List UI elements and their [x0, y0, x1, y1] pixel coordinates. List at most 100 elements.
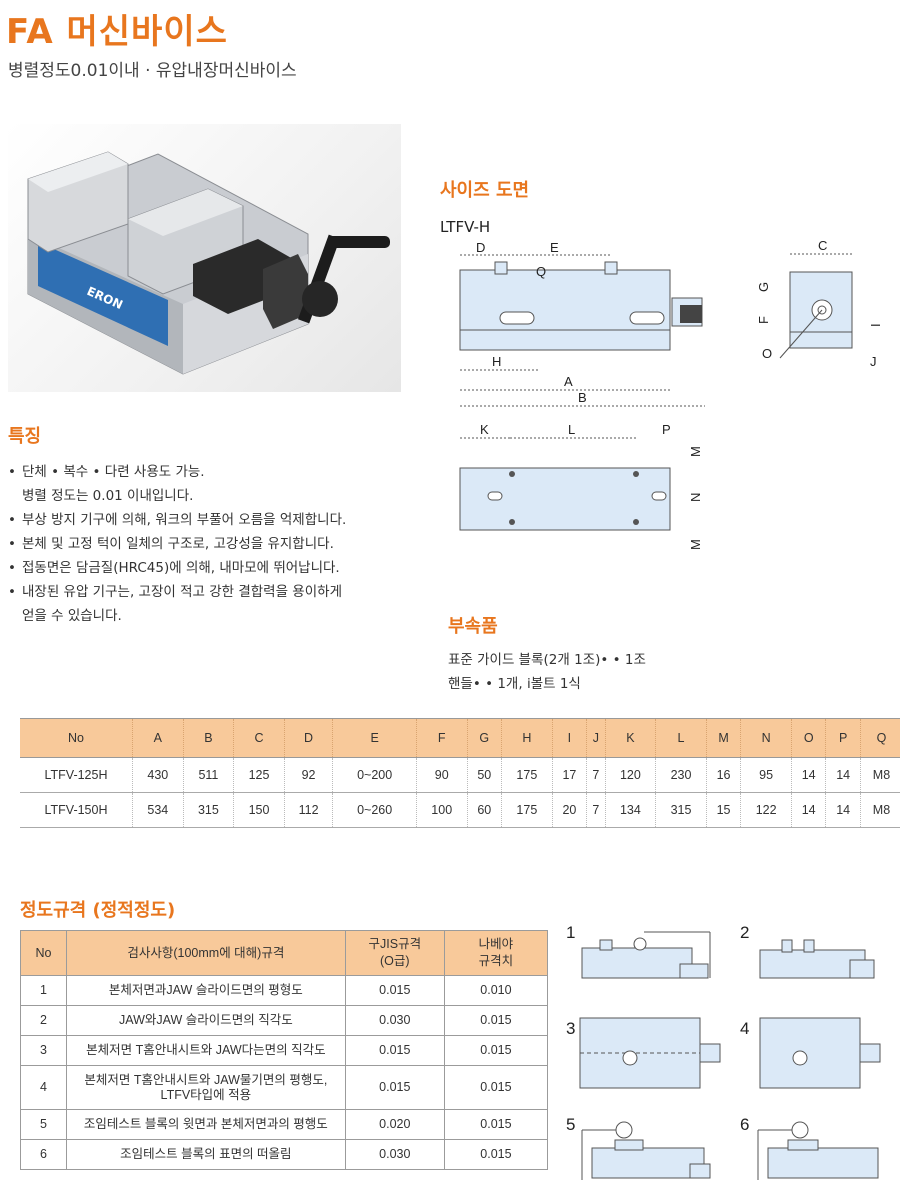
table-cell: 2 [20, 1005, 67, 1036]
accessories-text: 표준 가이드 블록(2개 1조)• • 1조 핸들• • 1개, i볼트 1식 [448, 648, 646, 696]
table-cell: 4 [20, 1065, 67, 1110]
col-header: K [604, 718, 656, 758]
dim-P: P [662, 422, 671, 437]
table-cell: 0.015 [344, 975, 445, 1006]
feature-item: 접동면은 담금질(HRC45)에 의해, 내마모에 뛰어납니다. [8, 556, 408, 580]
dim-L: L [568, 422, 575, 437]
page-title: FA 머신바이스 [6, 12, 228, 52]
figure-number: 5 [566, 1115, 575, 1134]
col-header: N [740, 718, 792, 758]
col-header: C [233, 718, 285, 758]
feature-item: 부상 방지 기구에 의해, 워크의 부풀어 오름을 억제합니다. [8, 508, 408, 532]
table-row: 3 본체저면 T홈안내시트와 JAW다는면의 직각도 0.015 0.015 [20, 1035, 549, 1066]
table-row: 6 조임테스트 블록의 표면의 떠올림 0.030 0.015 [20, 1139, 549, 1170]
dim-M-top: M [688, 446, 703, 457]
col-header: No [20, 930, 67, 976]
dim-C: C [818, 238, 827, 253]
table-cell: 3 [20, 1035, 67, 1066]
accuracy-table: No 검사사항(100mm에 대해)규격 구JIS규격 (O급) 나베야 규격치… [20, 930, 549, 1170]
table-cell: 16 [705, 757, 741, 793]
features-heading: 특징 [8, 426, 42, 447]
figure-number: 6 [740, 1115, 749, 1134]
dim-K: K [480, 422, 489, 437]
table-cell: 14 [790, 792, 826, 828]
table-cell: 0.030 [344, 1139, 445, 1170]
col-header: H [501, 718, 553, 758]
dim-M-bottom: M [688, 539, 703, 550]
table-row: 2 JAW와JAW 슬라이드면의 직각도 0.030 0.015 [20, 1005, 549, 1036]
table-cell: 0.020 [344, 1109, 445, 1140]
figure-number: 4 [740, 1019, 749, 1038]
table-cell: 122 [740, 792, 792, 828]
accessory-line: 표준 가이드 블록(2개 1조)• • 1조 [448, 652, 646, 668]
table-cell: 조임테스트 블록의 표면의 떠올림 [65, 1139, 346, 1170]
spec-header-row: No A B C D E F G H I J K L M N O P Q [20, 718, 900, 758]
table-cell: 0.015 [443, 1005, 549, 1036]
table-cell: 134 [604, 792, 656, 828]
table-row: LTFV-150H 534 315 150 112 0~260 100 60 1… [20, 792, 900, 828]
table-cell: 60 [466, 792, 502, 828]
table-cell: 본체저면과JAW 슬라이드면의 평형도 [65, 975, 346, 1006]
table-cell: 534 [132, 792, 184, 828]
feature-item: 얻을 수 있습니다. [22, 608, 122, 624]
figure-number: 1 [566, 923, 575, 942]
accuracy-heading: 정도규격 (정적정도) [20, 900, 176, 921]
figure-number: 2 [740, 923, 749, 942]
col-header: P [825, 718, 861, 758]
product-photo: ERON [8, 124, 401, 392]
table-cell: 112 [283, 792, 333, 828]
col-header: No [20, 718, 133, 758]
col-header: J [586, 718, 606, 758]
feature-item: 내장된 유압 기구는, 고장이 적고 강한 결합력을 용이하게 [8, 580, 408, 604]
header-line: 나베야 [478, 937, 514, 951]
table-cell: 0.015 [443, 1109, 549, 1140]
col-header: A [132, 718, 184, 758]
table-cell: 315 [655, 792, 707, 828]
table-cell: 511 [182, 757, 234, 793]
col-header: D [283, 718, 333, 758]
dim-B: B [578, 390, 587, 405]
table-cell: 150 [233, 792, 285, 828]
test-figures: 1 2 3 4 5 6 [566, 923, 881, 1180]
table-cell: 14 [825, 792, 861, 828]
dim-D: D [476, 240, 485, 255]
table-cell: 92 [283, 757, 333, 793]
table-row: 4 본체저면 T홈안내시트와 JAW물기면의 평행도, LTFV타입에 적용 0… [20, 1065, 549, 1110]
table-cell: 0~260 [332, 792, 417, 828]
table-cell: 0.015 [443, 1139, 549, 1170]
cell-line: 본체저면 T홈안내시트와 JAW물기면의 평행도, [84, 1072, 328, 1087]
page-subtitle: 병렬정도0.01이내 · 유압내장머신바이스 [8, 61, 297, 81]
dim-J: J [870, 354, 877, 369]
machine-vise-illustration: ERON [27, 151, 390, 375]
table-cell: 0~200 [332, 757, 417, 793]
feature-item: 단체 • 복수 • 다련 사용도 가능. [8, 460, 408, 484]
table-cell: 175 [501, 757, 553, 793]
table-cell: 175 [501, 792, 553, 828]
dim-I: I [868, 323, 883, 327]
col-header: I [551, 718, 587, 758]
col-header: 나베야 규격치 [443, 930, 549, 976]
table-row: 1 본체저면과JAW 슬라이드면의 평형도 0.015 0.010 [20, 975, 549, 1006]
table-cell: 17 [551, 757, 587, 793]
size-drawing: D E Q H A B C G F I J O K L P M N [459, 238, 883, 550]
table-cell: 조임테스트 블록의 윗면과 본체저면과의 평행도 [65, 1109, 346, 1140]
table-cell: 5 [20, 1109, 67, 1140]
table-cell: LTFV-150H [20, 792, 133, 828]
col-header: 구JIS규격 (O급) [344, 930, 445, 976]
table-cell: LTFV-125H [20, 757, 133, 793]
features-list: 단체 • 복수 • 다련 사용도 가능. 병렬 정도는 0.01 이내입니다. … [8, 460, 408, 628]
table-row: LTFV-125H 430 511 125 92 0~200 90 50 175… [20, 757, 900, 793]
drawing-heading: 사이즈 도면 [440, 180, 530, 201]
col-header: 검사사항(100mm에 대해)규격 [65, 930, 346, 976]
table-cell: M8 [859, 792, 900, 828]
col-header: F [415, 718, 468, 758]
dim-O: O [762, 346, 772, 361]
accessories-heading: 부속품 [448, 616, 498, 637]
table-cell: JAW와JAW 슬라이드면의 직각도 [65, 1005, 346, 1036]
table-cell: 90 [415, 757, 468, 793]
table-cell: 6 [20, 1139, 67, 1170]
table-cell: 430 [132, 757, 184, 793]
col-header: O [790, 718, 826, 758]
col-header: B [182, 718, 234, 758]
accuracy-header-row: No 검사사항(100mm에 대해)규격 구JIS규격 (O급) 나베야 규격치 [20, 930, 549, 976]
